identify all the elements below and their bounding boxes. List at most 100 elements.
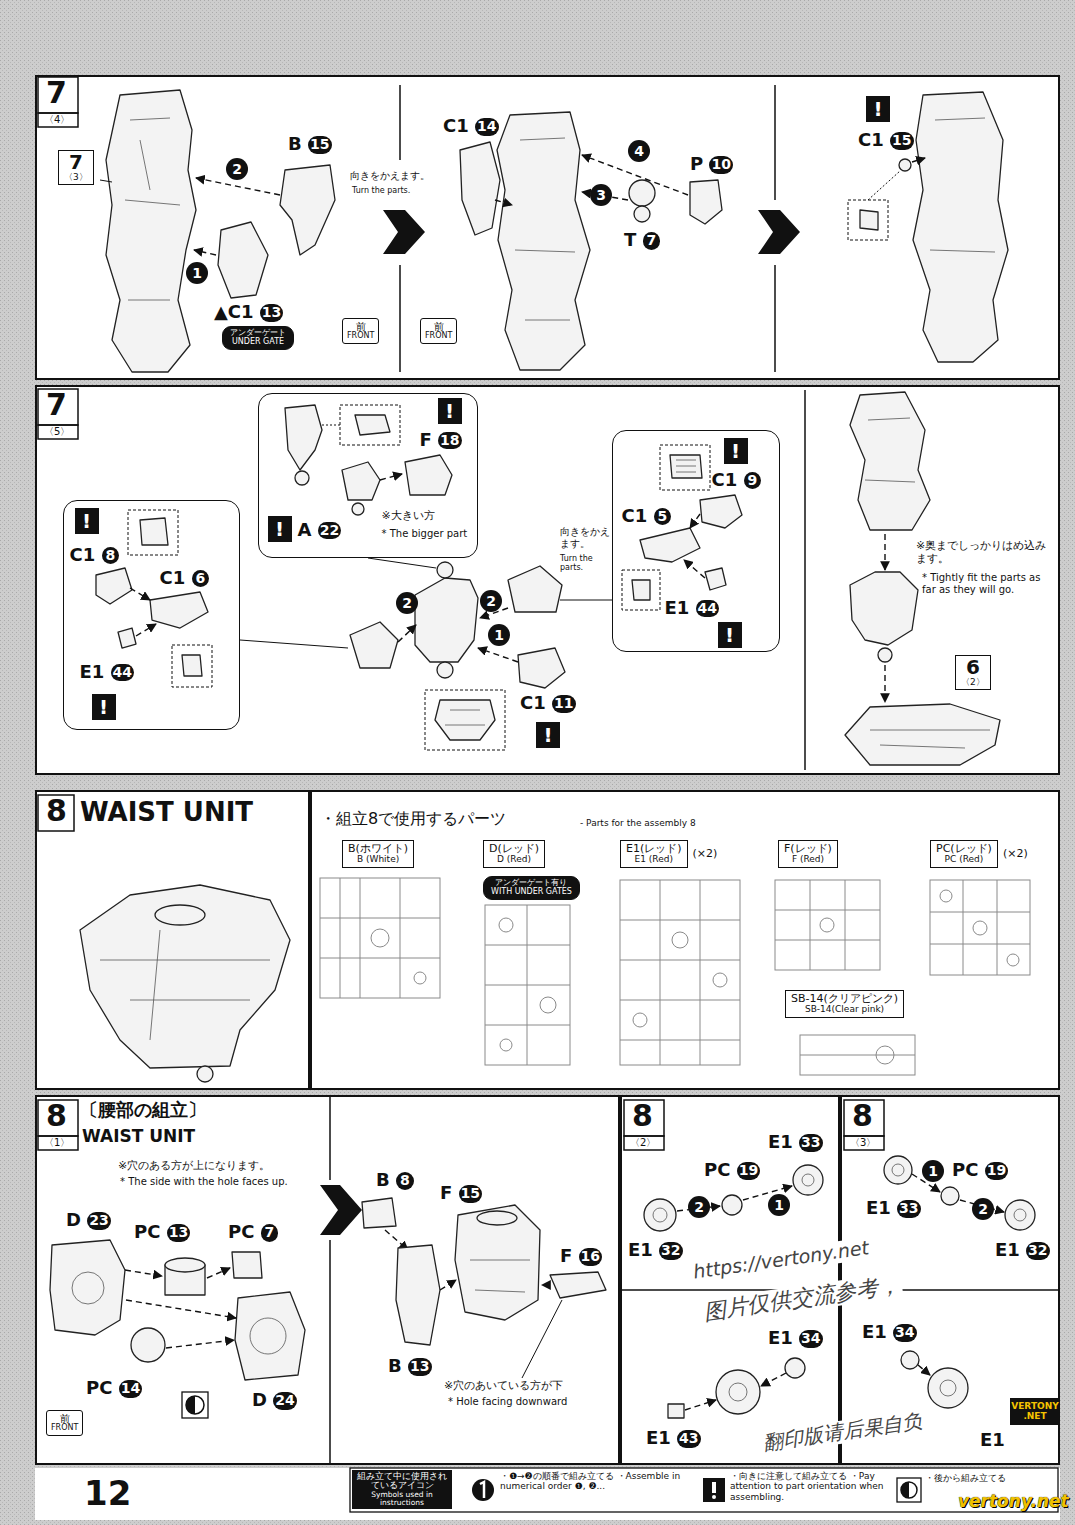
- part-number: 16: [579, 1248, 603, 1266]
- sub-step-number: 〈3〉: [850, 1137, 876, 1149]
- box-text: F(レッド): [784, 843, 832, 855]
- part-label: E1 32: [995, 1240, 1050, 1261]
- part-code: C1: [70, 544, 96, 565]
- part-code: PC: [952, 1159, 978, 1180]
- box-text: SB-14(クリアピンク): [791, 993, 898, 1005]
- front-icon: 前FRONT: [46, 1410, 83, 1436]
- part-label: E1 44: [665, 598, 720, 619]
- part-code: E1: [862, 1321, 887, 1342]
- waist-unit-illustration: [80, 885, 290, 1082]
- note-text: * Tightly fit the parts as far as they w…: [922, 572, 1050, 595]
- part-label: PC 7: [228, 1222, 278, 1243]
- note-text: ※大きい方: [382, 510, 435, 523]
- part-code: E1: [646, 1427, 671, 1448]
- part-label: C1 6: [160, 568, 210, 589]
- watermark: 图片仅供交流参考，: [700, 1272, 904, 1325]
- part-label: E1 33: [866, 1198, 921, 1219]
- step-number: 7: [46, 388, 67, 422]
- box-text: 組み立て中に使用されているアイコン: [357, 1472, 447, 1491]
- part-label: PC 13: [134, 1222, 190, 1243]
- box-text: 6: [961, 657, 985, 678]
- box-text: F (Red): [784, 855, 832, 865]
- step-7-4-illustration: [100, 90, 1008, 372]
- step-number: 8: [46, 794, 67, 828]
- part-label: ▲C1 13: [214, 302, 283, 323]
- front-icon: 前FRONT: [342, 318, 379, 344]
- box-text: B (White): [348, 855, 408, 865]
- box-text: B(ホワイト): [348, 843, 408, 855]
- note-text: 向きをかえます。: [560, 526, 612, 549]
- step-panel: 7〈5〉221C1 11!向きをかえます。Turn the parts.※奥まで…: [35, 385, 1060, 775]
- part-label: C1 9: [712, 470, 762, 491]
- box-text: FRONT: [51, 1424, 78, 1433]
- sub-step-number: 〈1〉: [44, 1137, 70, 1149]
- part-code: A: [298, 519, 312, 540]
- runner-label: F(レッド)F (Red): [778, 840, 838, 868]
- step-number: 7: [46, 76, 67, 110]
- box-text: FRONT: [425, 332, 452, 341]
- part-code: D: [252, 1389, 267, 1410]
- part-number: 10: [709, 156, 733, 174]
- step-panel: 8〈3〉1PC 19E1 332E1 32E1 34E1: [840, 1095, 1060, 1465]
- legend-header: 組み立て中に使用されているアイコンSymbols used in instruc…: [352, 1470, 452, 1509]
- part-code: PC: [704, 1159, 730, 1180]
- part-label: E1 32: [628, 1240, 683, 1261]
- step-panel: 7〈4〉B 1521▲C1 13C1 14向きをかえます。Turn the pa…: [35, 75, 1060, 380]
- page-number: 12: [84, 1474, 131, 1513]
- part-number: 15: [459, 1185, 483, 1203]
- order-number: 1: [186, 262, 208, 284]
- part-number: 5: [654, 508, 672, 526]
- part-code: F: [420, 429, 432, 450]
- box-text: SB-14(Clear pink): [791, 1005, 898, 1015]
- reference-badge: 7〈3〉: [58, 150, 94, 185]
- part-label: T 7: [624, 230, 660, 251]
- part-code: F: [560, 1245, 572, 1266]
- step-number: 8: [632, 1099, 653, 1133]
- part-code: B: [376, 1169, 390, 1190]
- part-number: 15: [890, 132, 914, 150]
- order-number: 2: [396, 592, 418, 614]
- part-code: D: [66, 1209, 81, 1230]
- part-label: C1 8: [70, 545, 120, 566]
- part-code: C1: [622, 505, 648, 526]
- section-title: 〔腰部の組立〕: [80, 1100, 206, 1121]
- box-text: 〈3〉: [64, 173, 88, 183]
- step-panel: 8〈2〉E1 33PC 1921E1 32E1 34E1 43: [620, 1095, 840, 1465]
- part-label: P 10: [690, 154, 733, 175]
- note-text: Turn the parts.: [560, 554, 612, 572]
- box-text: アンダーゲート有り: [491, 879, 572, 888]
- part-code: C1: [858, 129, 884, 150]
- note-text: ※穴のあいている方が下: [444, 1380, 563, 1393]
- box-text: PC(レッド): [936, 843, 992, 855]
- part-label: D 24: [252, 1390, 297, 1411]
- step-8-2-8-3-illustration: [644, 1156, 1035, 1418]
- under-gate-tag: アンダーゲートUNDER GATE: [222, 326, 294, 350]
- part-code: C1: [160, 567, 186, 588]
- step-panel: 8〈1〉〔腰部の組立〕WAIST UNIT※穴のある方が上になります。* The…: [35, 1095, 620, 1465]
- detail-callout: !C1 9C1 5E1 44!: [612, 430, 780, 652]
- runner-label: B(ホワイト)B (White): [342, 840, 414, 868]
- step-number: 8: [852, 1099, 873, 1133]
- box-text: アンダーゲート: [230, 329, 286, 338]
- part-label: E1 34: [862, 1322, 917, 1343]
- part-code: E1: [866, 1197, 891, 1218]
- legend-text: ・後から組み立てる: [925, 1473, 1055, 1483]
- box-text: D(レッド): [489, 843, 539, 855]
- box-text: 前: [347, 321, 374, 332]
- part-label: E1 44: [80, 662, 135, 683]
- part-label: PC 19: [952, 1160, 1008, 1181]
- part-code: C1: [443, 115, 469, 136]
- part-label: F 18: [420, 430, 462, 451]
- legend-frame-and-icons: [350, 1468, 1058, 1512]
- caution-icon: !: [718, 622, 742, 648]
- order-number: 1: [922, 1160, 944, 1182]
- order-number: 2: [480, 590, 502, 612]
- caution-icon: !: [268, 516, 292, 542]
- part-number: 14: [475, 118, 499, 136]
- part-label: F 16: [560, 1246, 602, 1267]
- part-number: 15: [308, 136, 332, 154]
